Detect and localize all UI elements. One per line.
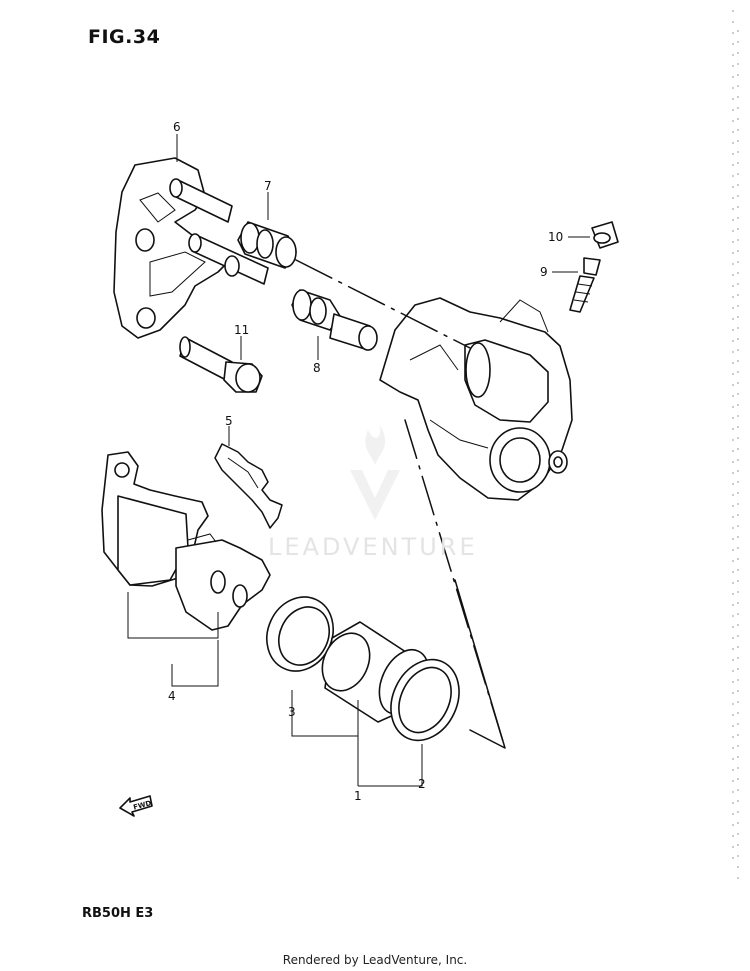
bolt bbox=[179, 336, 263, 393]
piston-seal bbox=[266, 596, 334, 672]
bleeder-cap bbox=[591, 221, 619, 249]
caliper-body bbox=[379, 297, 573, 501]
fwd-arrow: FWD bbox=[119, 795, 153, 817]
footer-credit: Rendered by LeadVenture, Inc. bbox=[282, 953, 468, 967]
watermark-text: LEADVENTURE bbox=[268, 533, 478, 561]
callout-7: 7 bbox=[264, 179, 272, 193]
figure-title: FIG.34 bbox=[88, 26, 161, 48]
callout-2: 2 bbox=[418, 777, 426, 791]
pad-spring bbox=[214, 443, 283, 529]
model-label: RB50H E3 bbox=[82, 906, 154, 921]
brake-pads bbox=[101, 451, 271, 631]
slide-pin bbox=[291, 289, 378, 351]
callout-6: 6 bbox=[173, 120, 181, 134]
leader-lines bbox=[127, 134, 590, 787]
callout-9: 9 bbox=[540, 265, 548, 279]
callout-5: 5 bbox=[225, 414, 233, 428]
dust-seal bbox=[390, 658, 460, 742]
callout-4: 4 bbox=[168, 689, 176, 703]
callout-3: 3 bbox=[288, 705, 296, 719]
pin-boot bbox=[237, 221, 297, 269]
callout-8: 8 bbox=[313, 361, 321, 375]
assembly-lines bbox=[295, 259, 506, 749]
watermark-logo bbox=[350, 425, 400, 520]
bleeder-screw bbox=[569, 257, 601, 313]
caliper-bracket bbox=[113, 157, 269, 339]
callout-1: 1 bbox=[354, 789, 362, 803]
scan-edge bbox=[732, 10, 739, 880]
callout-11: 11 bbox=[234, 323, 249, 337]
callout-10: 10 bbox=[548, 230, 563, 244]
